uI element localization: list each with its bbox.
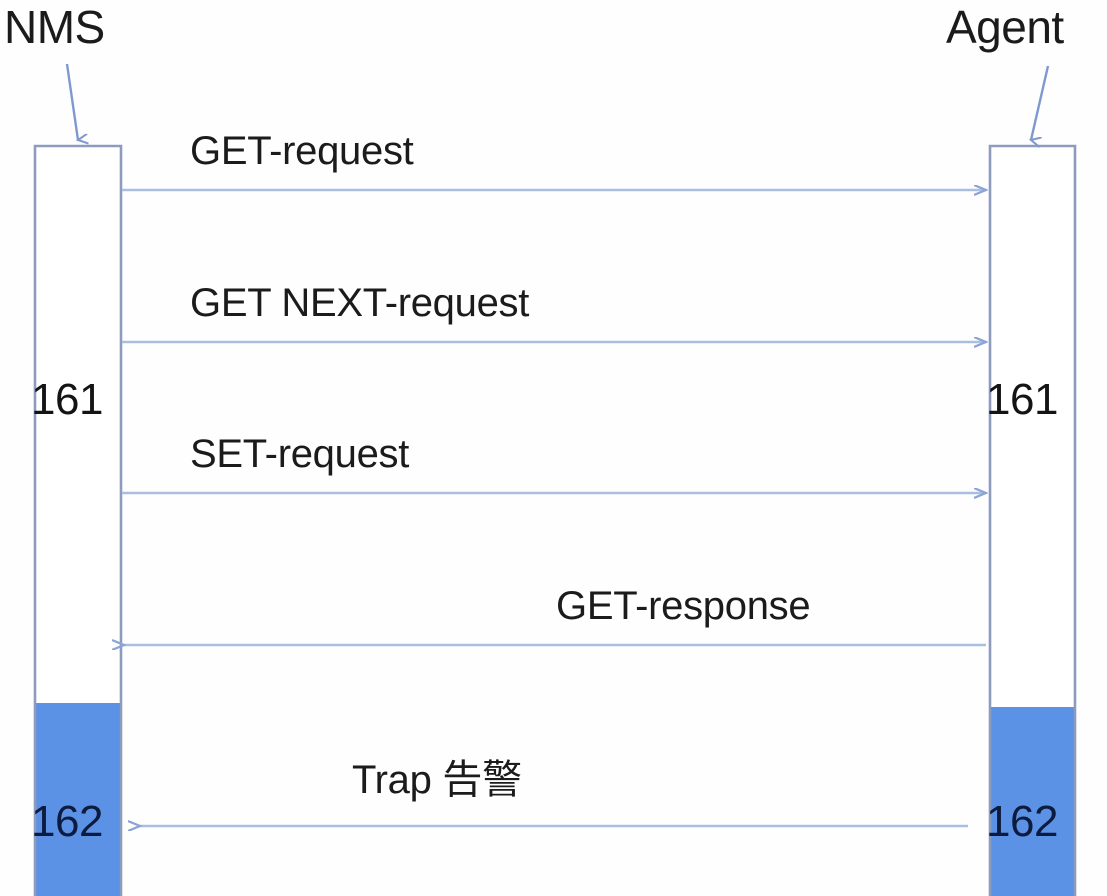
message-label-set-request: SET-request — [190, 432, 410, 476]
nms-lifeline-box — [33, 144, 123, 896]
agent-title: Agent — [946, 1, 1064, 53]
message-label-trap: Trap 告警 — [352, 758, 522, 802]
nms-port-162-label: 162 — [31, 797, 103, 846]
agent-port-162-fill — [990, 707, 1075, 896]
nms-box-outline — [33, 144, 123, 896]
message-label-get-response: GET-response — [556, 584, 811, 628]
nms-port-162-fill — [35, 703, 121, 896]
message-label-getnext-request: GET NEXT-request — [190, 281, 530, 325]
nms-title: NMS — [4, 1, 105, 53]
agent-port-161-fill — [990, 146, 1075, 707]
agent-pointer-arrow — [1031, 65, 1050, 140]
agent-lifeline-box — [988, 144, 1077, 896]
nms-pointer-arrow — [65, 63, 78, 140]
agent-port-161-label: 161 — [986, 375, 1058, 424]
nms-port-161-label: 161 — [31, 375, 103, 424]
message-label-get-request: GET-request — [190, 129, 414, 173]
nms-port-161-fill — [35, 146, 121, 703]
agent-port-162-label: 162 — [986, 797, 1058, 846]
